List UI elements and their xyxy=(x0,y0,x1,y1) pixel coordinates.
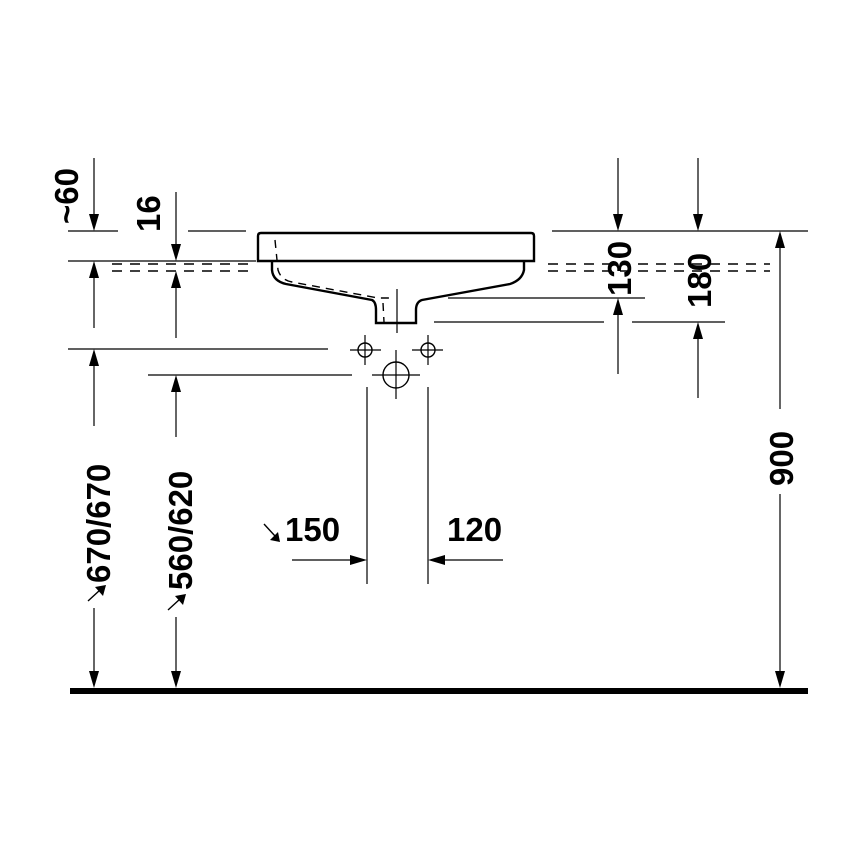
dimension-label-waste-height: 560/620 xyxy=(162,471,199,590)
dimension-label-supply-height: 670/670 xyxy=(80,464,117,583)
dimension-right-supply-spacing: 120 xyxy=(428,511,503,565)
dimension-label-drain-offset: 130 xyxy=(601,241,638,296)
basin-outline xyxy=(256,231,536,333)
cold-water-connection xyxy=(412,335,443,365)
approx-arrow-icon xyxy=(263,523,280,542)
dimension-waste-height: 560/620 xyxy=(162,375,199,688)
dimension-supply-height: 670/670 xyxy=(80,349,117,688)
dimension-drain-offset: 130 xyxy=(601,158,638,374)
dimension-label-right-supply-spacing: 120 xyxy=(447,511,502,548)
waste-pipe-connection xyxy=(372,350,420,399)
approx-arrow-icon xyxy=(167,594,186,611)
floor-line xyxy=(70,688,808,694)
dimension-rim: 16 xyxy=(130,192,181,338)
dimension-supply-offset: 180 xyxy=(681,158,718,398)
dimension-overflow: ~60 xyxy=(48,158,99,328)
dimension-label-rim: 16 xyxy=(130,195,167,232)
hot-water-connection xyxy=(350,335,381,365)
approx-arrow-icon xyxy=(87,585,106,602)
dimension-label-total-height: 900 xyxy=(763,431,800,486)
dimension-label-left-supply-spacing: 150 xyxy=(285,511,340,548)
dimension-label-supply-offset: 180 xyxy=(681,253,718,308)
dimension-label-overflow: ~60 xyxy=(48,168,85,224)
dimension-total-height: 900 xyxy=(763,231,800,688)
dimension-left-supply-spacing: 150 xyxy=(263,511,367,565)
reference-lines xyxy=(68,230,808,376)
